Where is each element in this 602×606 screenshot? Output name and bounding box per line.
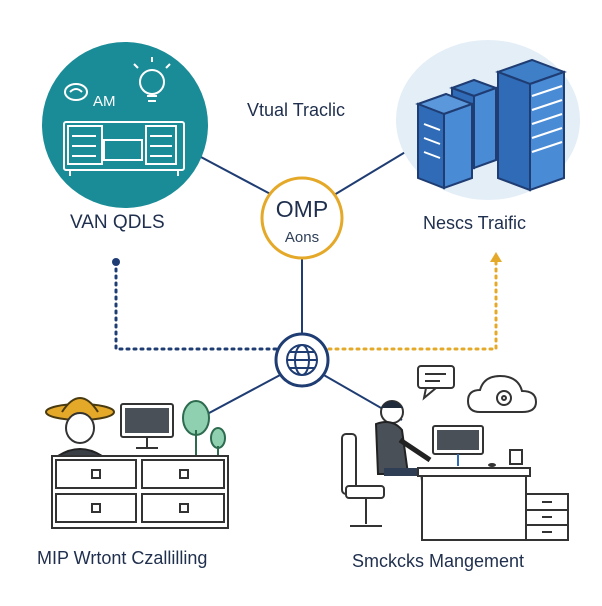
hub-subtitle: Aons bbox=[284, 229, 320, 246]
badge-am-label: AM bbox=[93, 93, 116, 110]
brain-icon bbox=[64, 83, 88, 101]
dotted-path-left-endpoint bbox=[112, 258, 120, 266]
label-smckcks: Smckcks Mangement bbox=[352, 551, 525, 571]
server-towers-icon bbox=[415, 58, 567, 192]
lightbulb-icon bbox=[133, 57, 171, 102]
dotted-path-right bbox=[320, 258, 498, 351]
label-van-qdls: VAN QDLS bbox=[70, 212, 165, 233]
cloud-gear-icon bbox=[466, 374, 538, 413]
hub-circle bbox=[260, 176, 344, 260]
line-hub-to-topright bbox=[333, 147, 413, 196]
office-desk-icon bbox=[417, 467, 569, 541]
label-nescs-traffic: Nescs Traific bbox=[423, 213, 527, 233]
hub-title: OMP bbox=[275, 196, 329, 222]
desk-monitor-icon bbox=[432, 425, 523, 467]
label-mip: MIP Wrtont Czallilling bbox=[37, 548, 208, 568]
label-virtual-traffic: Vtual Traclic bbox=[247, 100, 346, 120]
monitor-icon bbox=[120, 403, 174, 449]
dotted-path-left bbox=[114, 260, 284, 351]
person-hat-icon bbox=[45, 397, 115, 457]
dotted-path-right-arrow bbox=[490, 252, 502, 262]
chat-bubble-icon bbox=[417, 365, 455, 401]
filing-cabinet-icon bbox=[51, 455, 229, 529]
server-rack-icon bbox=[63, 121, 185, 176]
teal-circle bbox=[42, 42, 208, 208]
tree-icon bbox=[182, 400, 226, 456]
person-desk-icon bbox=[341, 400, 442, 530]
line-globe-to-left bbox=[195, 373, 283, 421]
globe-icon bbox=[286, 344, 318, 376]
